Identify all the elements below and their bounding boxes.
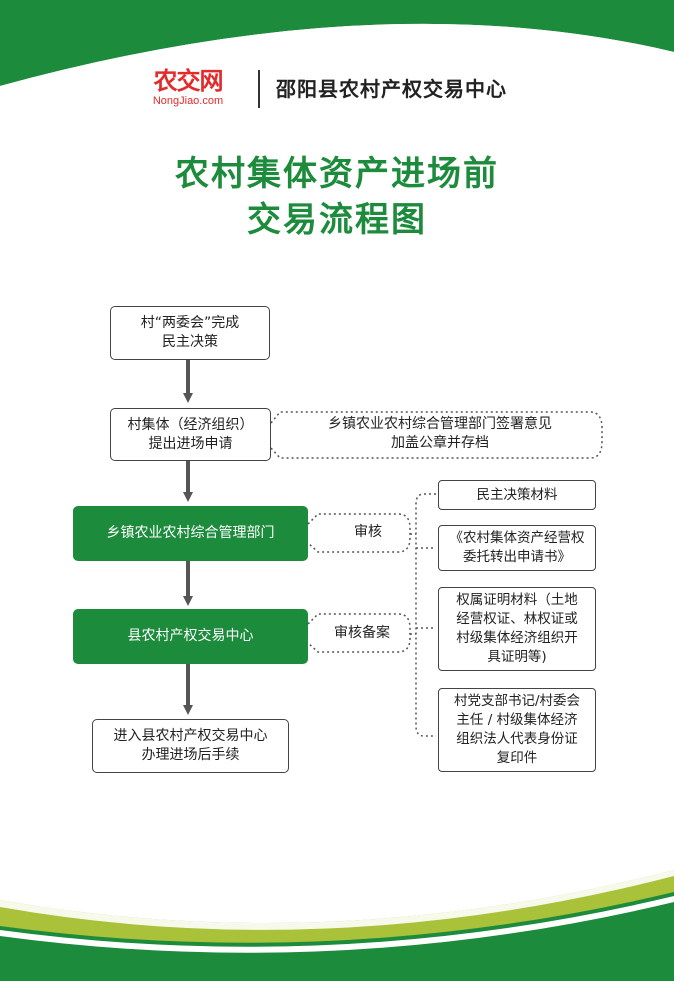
step-label-line1: 进入县农村产权交易中心 [113, 728, 268, 744]
material-line: 委托转出申请书》 [463, 549, 571, 565]
review-loop [307, 513, 411, 553]
logo-mark: 农交网 [153, 67, 224, 95]
step-label-line2: 办理进场后手续 [141, 747, 240, 763]
material-decision-docs: 民主决策材料 [438, 480, 596, 510]
material-line: 经营权证、林权证或 [456, 611, 578, 627]
material-ownership-proof: 权属证明材料（土地 经营权证、林权证或 村级集体经济组织开 具证明等) [438, 587, 596, 671]
step-township-department: 乡镇农业农村综合管理部门 [73, 506, 308, 561]
step-label-line2: 民主决策 [162, 334, 218, 350]
step2-note-line1: 乡镇农业农村综合管理部门签署意见 [328, 416, 552, 432]
header-divider [258, 70, 260, 108]
review-record-label: 审核备案 [334, 625, 390, 641]
step-label-line2: 提出进场申请 [148, 435, 233, 452]
step2-note: 乡镇农业农村综合管理部门签署意见 加盖公章并存档 [290, 415, 590, 453]
step-enter-center: 进入县农村产权交易中心 办理进场后手续 [92, 719, 289, 773]
nongjiao-logo: 农交网 NongJiao.com [138, 66, 238, 110]
review-label: 审核 [354, 524, 382, 540]
material-line: 村级集体经济组织开 [456, 630, 578, 646]
material-line: 民主决策材料 [476, 486, 558, 503]
step-county-exchange-center: 县农村产权交易中心 [73, 609, 308, 664]
step2-note-line2: 加盖公章并存档 [391, 435, 489, 451]
page-title-line2: 交易流程图 [247, 200, 427, 240]
materials-bracket [410, 493, 436, 737]
logo-url: NongJiao.com [152, 95, 224, 107]
material-line: 村党支部书记/村委会 [453, 693, 581, 709]
material-line: 主任 / 村级集体经济 [456, 712, 578, 728]
review-record-loop [307, 613, 411, 653]
step-label-line1: 村“两委会”完成 [140, 315, 240, 331]
material-line: 权属证明材料（土地 [456, 592, 578, 608]
page-title-line1: 农村集体资产进场前 [175, 154, 499, 194]
material-line: 《农村集体资产经营权 [449, 530, 585, 546]
material-line: 具证明等) [487, 649, 547, 665]
material-line: 组织法人代表身份证 [456, 731, 578, 747]
step-village-decision: 村“两委会”完成 民主决策 [110, 306, 270, 360]
step-label: 乡镇农业农村综合管理部门 [106, 525, 275, 541]
step-collective-application: 村集体（经济组织） 提出进场申请 [110, 408, 271, 461]
organization-name: 邵阳县农村产权交易中心 [276, 77, 507, 101]
note-loop-step2 [270, 411, 603, 459]
material-line: 复印件 [496, 750, 538, 766]
material-application-form: 《农村集体资产经营权 委托转出申请书》 [438, 525, 596, 571]
step-label-line1: 村集体（经济组织） [127, 416, 254, 433]
material-id-copies: 村党支部书记/村委会 主任 / 村级集体经济 组织法人代表身份证 复印件 [438, 688, 596, 772]
step-label: 县农村产权交易中心 [127, 628, 254, 644]
